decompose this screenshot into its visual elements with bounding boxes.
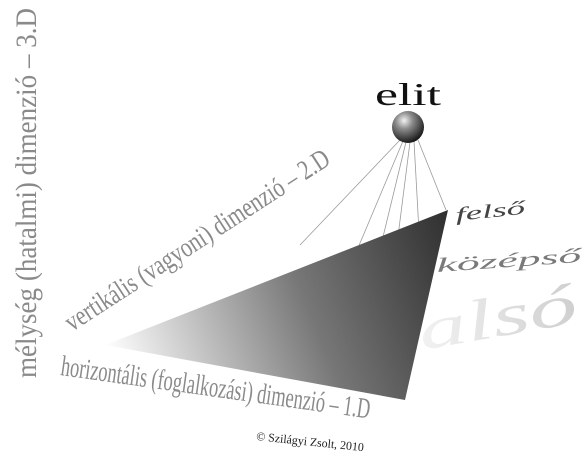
axis-label-depth: mélység (hatalmi) dimenzió – 3.D — [10, 8, 43, 378]
elite-label: elit — [375, 76, 441, 112]
elite-sphere — [392, 111, 424, 143]
elite-string — [354, 140, 404, 256]
elite-strings — [299, 139, 447, 271]
level-label-upper: felső — [454, 197, 529, 226]
elite-string — [417, 139, 447, 211]
elite-string — [299, 139, 401, 246]
level-label-lower: alsó — [413, 271, 582, 363]
copyright-note: © Szilágyi Zsolt, 2010 — [256, 429, 365, 454]
stratification-triangle — [105, 210, 448, 400]
